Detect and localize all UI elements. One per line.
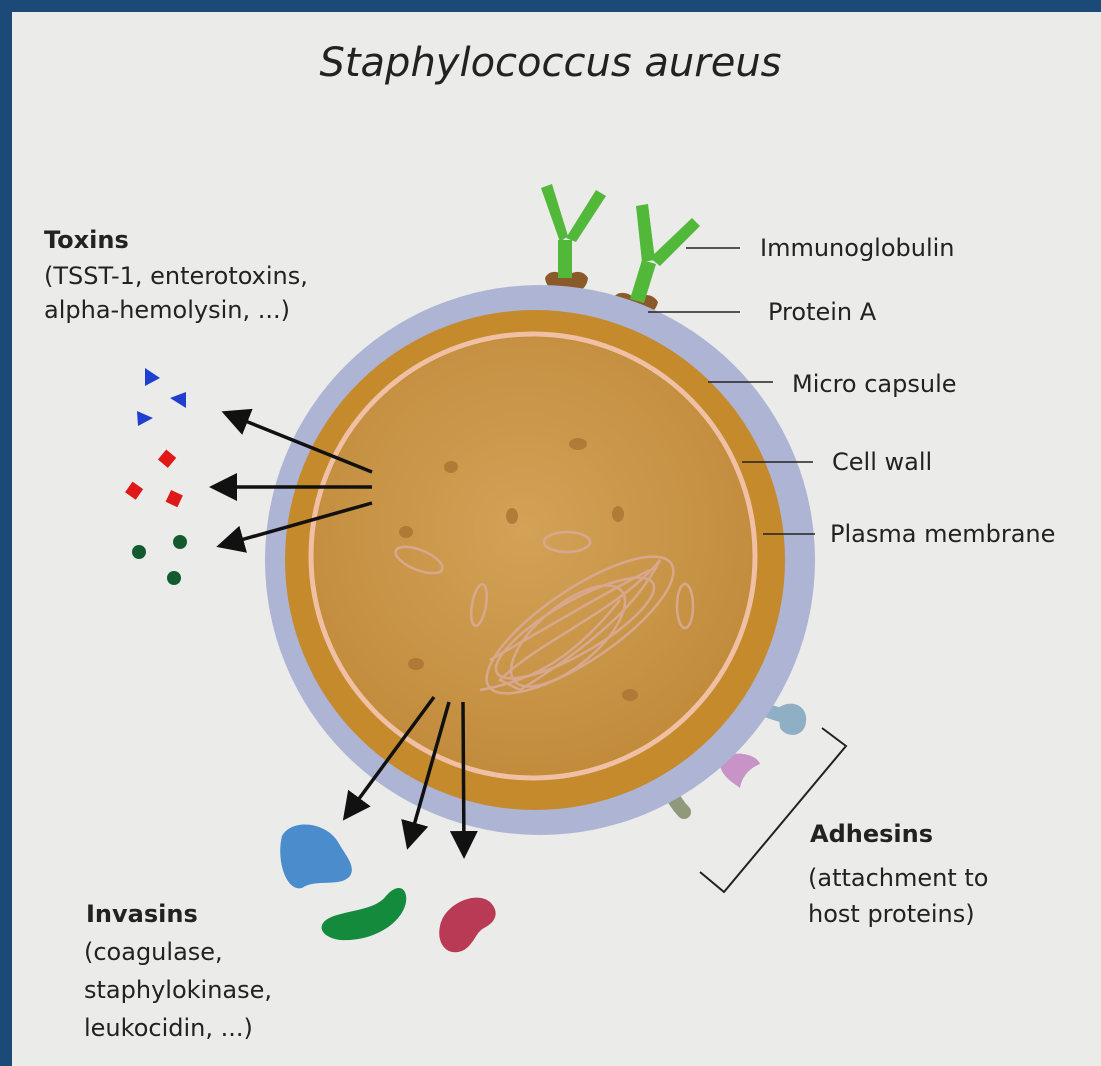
invasins-line-3: leukocidin, ...) xyxy=(84,1012,253,1045)
label-protein-a: Protein A xyxy=(768,296,876,329)
toxin-triangles xyxy=(137,368,186,426)
invasin-blue-molecule xyxy=(280,825,352,889)
label-micro-capsule: Micro capsule xyxy=(792,368,957,401)
label-plasma-membrane: Plasma membrane xyxy=(830,518,1055,551)
adhesins-line-1: (attachment to xyxy=(808,862,989,895)
toxin-dots xyxy=(132,535,187,585)
label-cell-wall: Cell wall xyxy=(832,446,932,479)
invasins-heading: Invasins xyxy=(86,898,198,931)
adhesins-heading: Adhesins xyxy=(810,818,933,851)
invasin-red-molecule xyxy=(439,898,495,953)
label-immunoglobulin: Immunoglobulin xyxy=(760,232,955,265)
adhesins-line-2: host proteins) xyxy=(808,898,975,931)
invasin-green-molecule xyxy=(322,888,407,940)
toxins-heading: Toxins xyxy=(44,224,129,257)
cytoplasm xyxy=(314,337,752,775)
toxins-line-2: alpha-hemolysin, ...) xyxy=(44,294,290,327)
invasins-line-2: staphylokinase, xyxy=(84,974,272,1007)
diagram-title: Staphylococcus aureus xyxy=(0,40,1101,86)
toxins-line-1: (TSST-1, enterotoxins, xyxy=(44,260,308,293)
invasins-line-1: (coagulase, xyxy=(84,936,223,969)
toxin-squares xyxy=(125,450,183,508)
